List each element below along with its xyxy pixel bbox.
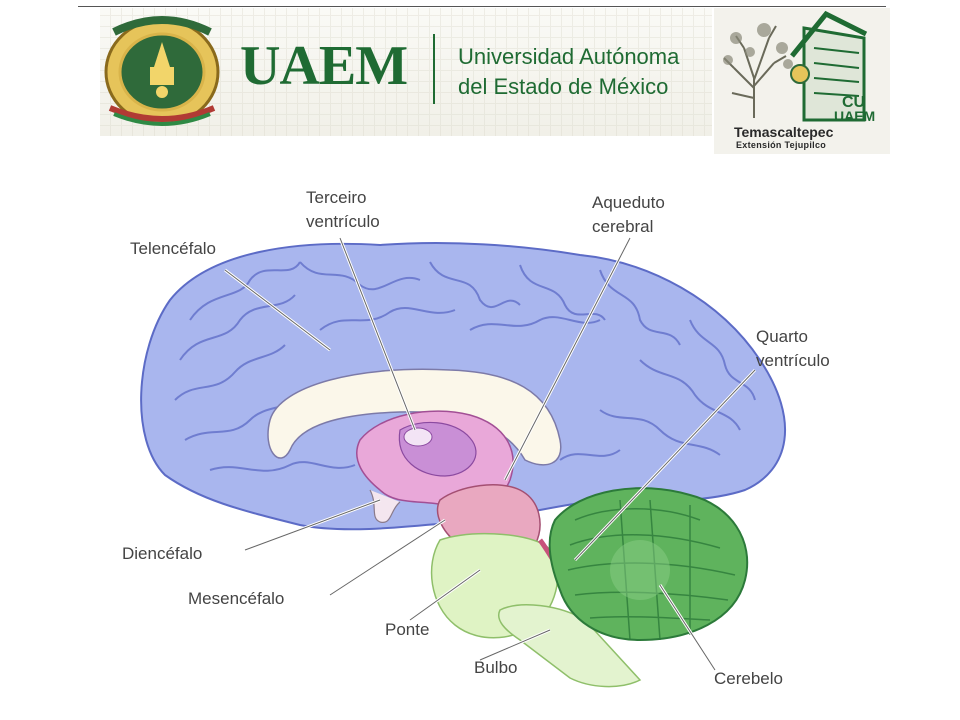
corpus-callosum-shape: [267, 368, 562, 466]
campus-name: Temascaltepec: [734, 124, 834, 140]
cerebellum-shape: [548, 487, 749, 642]
header-rule: [78, 6, 886, 7]
label-terceiro-ventriculo-line1: Terceiro: [306, 188, 367, 207]
label-ponte: Ponte: [385, 620, 430, 639]
campus-cu-mark: CU: [842, 94, 866, 111]
label-diencefalo: Diencéfalo: [122, 544, 203, 563]
label-terceiro-ventriculo-line2: ventrículo: [306, 212, 380, 231]
medulla-shape: [498, 604, 642, 688]
leader-lines: [224, 237, 756, 671]
label-bulbo: Bulbo: [474, 658, 518, 677]
midbrain-shape: [436, 484, 541, 546]
brain-sagittal-diagram: [140, 237, 787, 688]
label-telencefalo: Telencéfalo: [130, 239, 217, 258]
campus-uaem-mark: UAEM: [834, 108, 876, 124]
label-quarto-ventriculo-line1: Quarto: [756, 327, 808, 346]
campus-tree-building-icon: [723, 10, 868, 122]
campus-subtitle: Extensión Tejupilco: [736, 140, 827, 150]
university-acronym: UAEM: [240, 35, 408, 97]
label-quarto-ventriculo-line2: ventrículo: [756, 351, 830, 370]
label-cerebelo: Cerebelo: [714, 669, 783, 688]
cortex-gyri: [174, 261, 756, 472]
label-mesencefalo: Mesencéfalo: [188, 589, 285, 608]
label-aqueduto-cerebral-line2: cerebral: [592, 217, 654, 236]
label-aqueduto-cerebral-line1: Aqueduto: [592, 193, 665, 212]
university-name-line2: del Estado de México: [458, 74, 669, 99]
header-divider: [433, 34, 435, 104]
university-name-line1: Universidad Autónoma: [458, 44, 680, 69]
campus-logo: CU UAEM Temascaltepec Extensión Tejupilc…: [714, 8, 890, 154]
cerebellum-folia: [567, 499, 736, 641]
university-seal-icon: [104, 16, 220, 126]
